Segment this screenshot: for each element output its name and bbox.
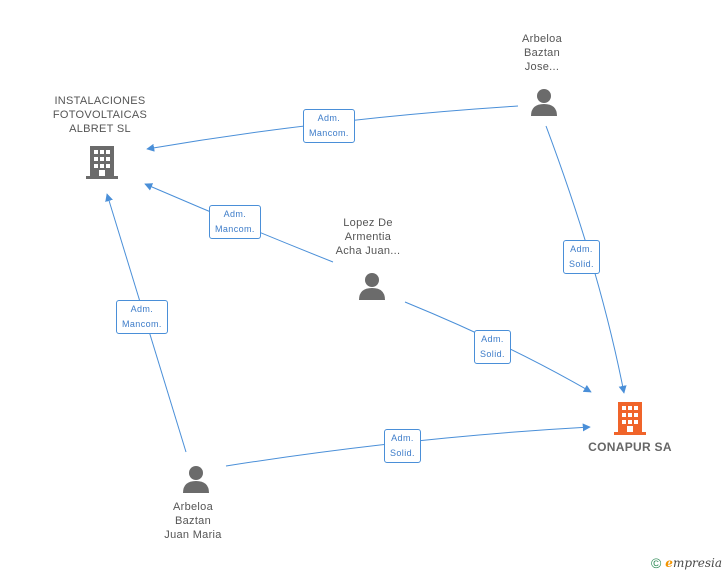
- edge-label-e4[interactable]: Adm. Solid.: [563, 240, 600, 274]
- copyright-symbol: ©: [650, 555, 662, 571]
- node-label-arbeloa-juan: Arbeloa Baztan Juan Maria: [143, 500, 243, 542]
- node-label-line: Baztan: [174, 515, 212, 527]
- node-label-line: Acha Juan...: [335, 245, 401, 257]
- node-label-line: FOTOVOLTAICAS: [52, 109, 148, 121]
- edge-label-line: Solid.: [569, 259, 594, 269]
- edge-label-e5[interactable]: Adm. Solid.: [474, 330, 511, 364]
- edge-label-line: Mancom.: [215, 224, 255, 234]
- edge-label-line: Adm.: [391, 433, 414, 443]
- node-label-line: Juan Maria: [164, 529, 222, 541]
- building-icon[interactable]: [614, 400, 646, 436]
- brand-logo[interactable]: empresia: [665, 556, 722, 570]
- footer-credit: © empresia: [651, 555, 722, 571]
- node-label-instalaciones: INSTALACIONES FOTOVOLTAICAS ALBRET SL: [40, 94, 160, 136]
- node-label-line: ALBRET SL: [69, 123, 131, 135]
- node-label-line: INSTALACIONES: [54, 95, 146, 107]
- node-label-line: CONAPUR SA: [588, 440, 672, 454]
- person-icon[interactable]: [529, 87, 559, 117]
- node-label-line: Armentia: [344, 231, 392, 243]
- edge-label-line: Mancom.: [122, 319, 162, 329]
- node-label-line: Lopez De: [343, 217, 393, 229]
- brand-initial: e: [665, 556, 673, 570]
- node-label-line: Arbeloa: [172, 501, 213, 513]
- edge-label-line: Solid.: [390, 448, 415, 458]
- edge-label-line: Mancom.: [309, 128, 349, 138]
- brand-rest: mpresia: [672, 556, 722, 570]
- node-label-line: Jose...: [524, 61, 560, 73]
- edge-label-line: Adm.: [570, 244, 593, 254]
- building-icon[interactable]: [86, 144, 118, 180]
- edge-label-line: Adm.: [223, 209, 247, 219]
- edge-label-e2[interactable]: Adm. Mancom.: [209, 205, 261, 239]
- node-label-line: Arbeloa: [521, 33, 562, 45]
- edge-label-e6[interactable]: Adm. Solid.: [384, 429, 421, 463]
- edge-label-e3[interactable]: Adm. Mancom.: [116, 300, 168, 334]
- node-label-line: Baztan: [523, 47, 561, 59]
- node-label-lopez: Lopez De Armentia Acha Juan...: [318, 216, 418, 258]
- edge-label-line: Adm.: [317, 113, 341, 123]
- person-icon[interactable]: [181, 464, 211, 494]
- edge-label-line: Adm.: [130, 304, 154, 314]
- node-label-arbeloa-jose: Arbeloa Baztan Jose...: [492, 32, 592, 74]
- edge-label-line: Adm.: [481, 334, 504, 344]
- edge-label-line: Solid.: [480, 349, 505, 359]
- node-label-conapur: CONAPUR SA: [570, 440, 690, 454]
- person-icon[interactable]: [357, 271, 387, 301]
- edge-label-e1[interactable]: Adm. Mancom.: [303, 109, 355, 143]
